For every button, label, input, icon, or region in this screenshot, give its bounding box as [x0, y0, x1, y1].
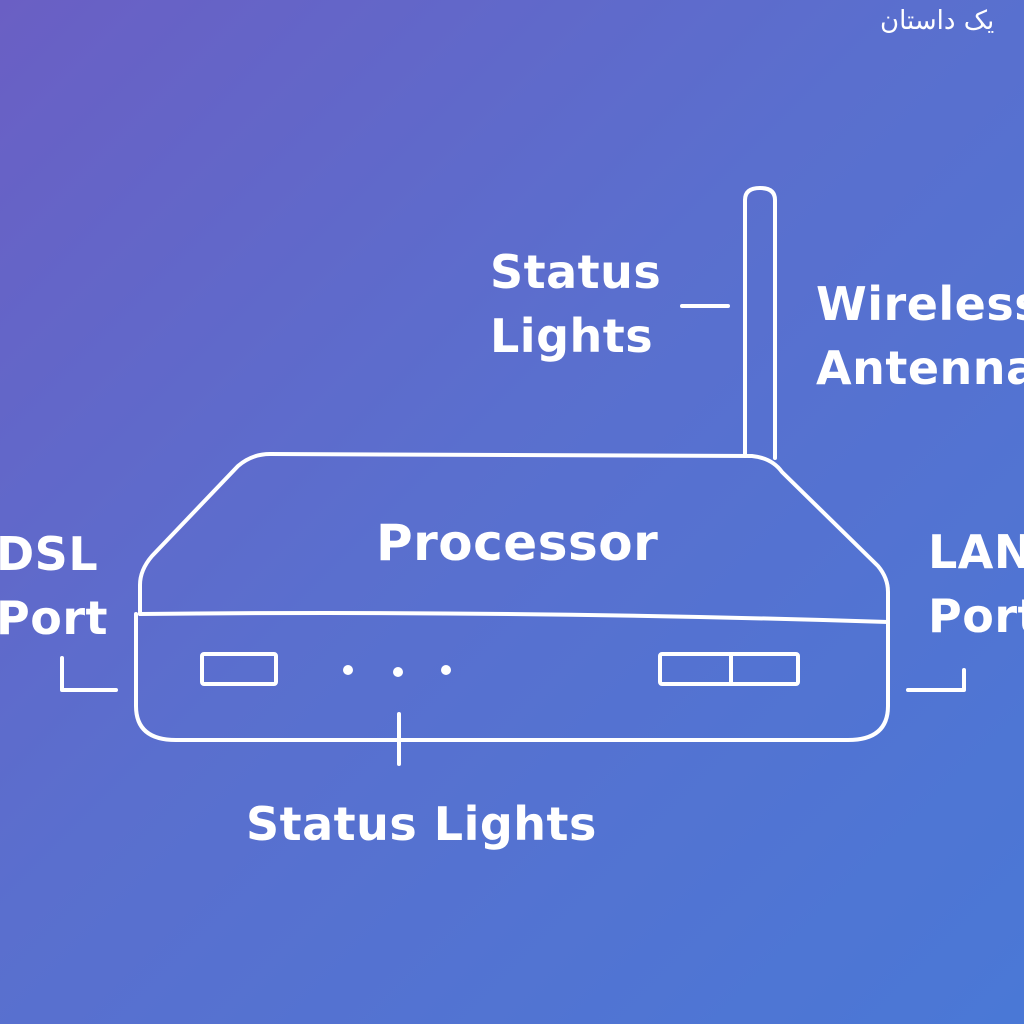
- lan-leader: [906, 668, 966, 692]
- status-lights-top-label: Status Lights: [490, 240, 661, 369]
- status-light-1: [343, 665, 353, 675]
- lan-line-1: LAN: [928, 525, 1024, 579]
- dsl-line-1: DSL: [0, 527, 99, 581]
- wireless-line-1: Wireless: [816, 277, 1024, 331]
- lan-line-2: Port: [928, 589, 1024, 644]
- antenna-shape: [743, 186, 777, 460]
- processor-label: Processor: [376, 514, 659, 572]
- router-top-panel: [138, 452, 890, 624]
- dsl-leader: [60, 656, 118, 692]
- status-top-line-1: Status: [490, 245, 662, 299]
- wireless-antenna-label: Wireless Antenna: [816, 272, 1024, 401]
- dsl-port-label: DSL Port: [0, 522, 108, 651]
- dsl-line-2: Port: [0, 591, 108, 646]
- wireless-line-2: Antenna: [816, 341, 1024, 396]
- status-light-2: [393, 667, 403, 677]
- lan-port-shape: [658, 652, 800, 686]
- status-light-3: [441, 665, 451, 675]
- watermark-text: یک داستان: [880, 6, 995, 36]
- status-lights-bottom-label: Status Lights: [246, 797, 597, 851]
- lan-port-label: LAN Port: [928, 520, 1024, 649]
- router-divider: [138, 611, 890, 624]
- status-top-line-2: Lights: [490, 309, 654, 364]
- router-front-panel: [134, 612, 890, 742]
- dsl-port-shape: [200, 652, 278, 686]
